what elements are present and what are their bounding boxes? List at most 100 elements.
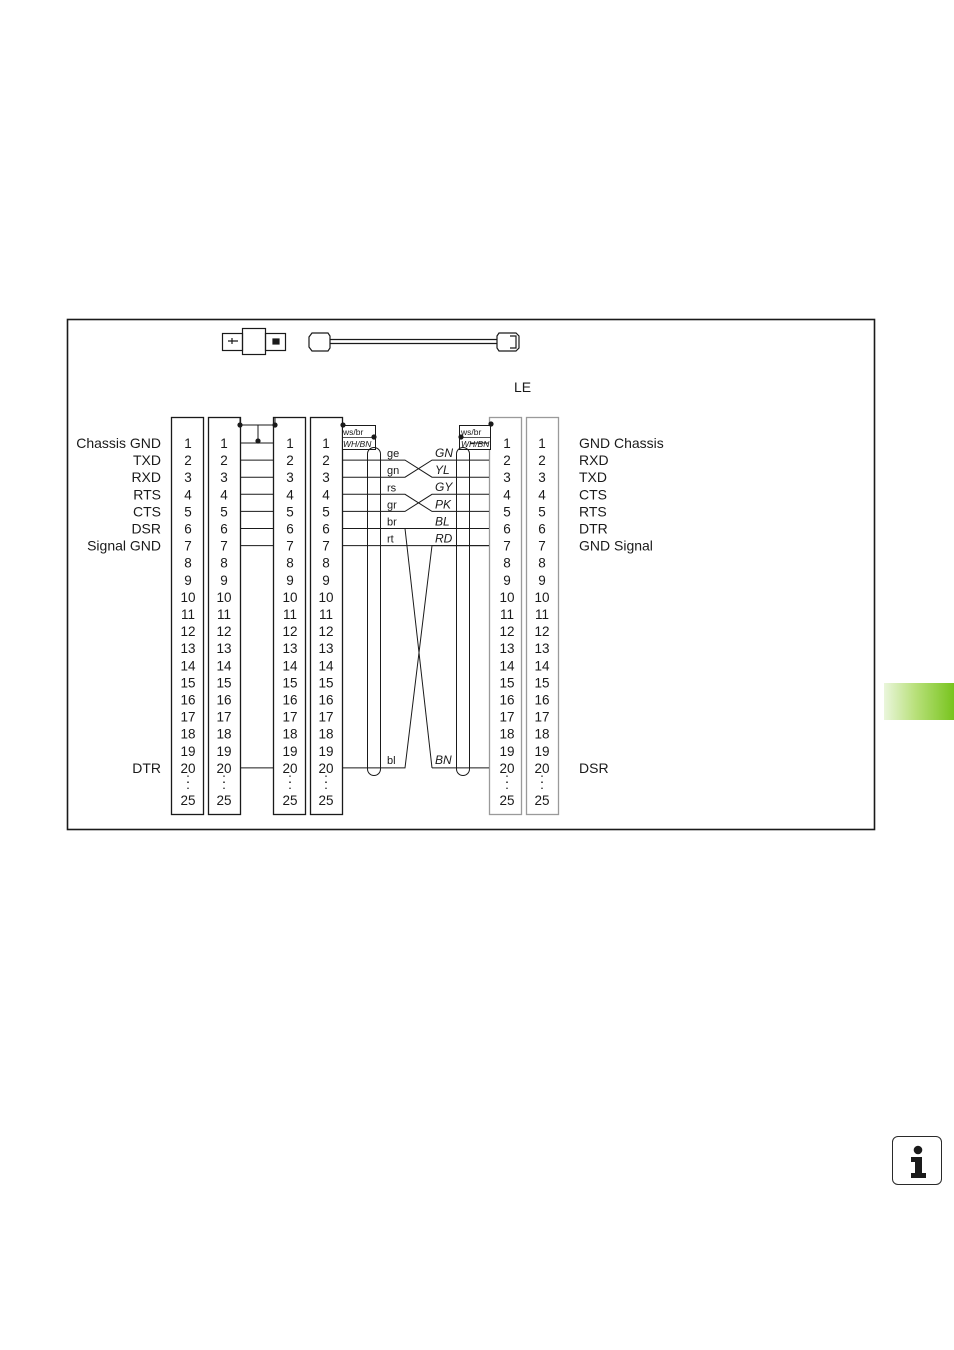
pin-ellipsis: : [505, 771, 509, 786]
pin-number: 4 [503, 487, 511, 502]
pin-number: 2 [503, 453, 511, 468]
pin-number: 13 [216, 641, 231, 656]
pin-number: 6 [184, 522, 192, 537]
connector-label: LE [514, 379, 531, 395]
pin-number: 16 [499, 693, 514, 708]
pin-number: 19 [216, 744, 231, 759]
pin-number: 17 [318, 710, 333, 725]
left-signal-label: CTS [133, 503, 161, 519]
pin-number: 19 [282, 744, 297, 759]
left-signal-label: Chassis GND [76, 435, 161, 451]
wire-color-de: gn [387, 465, 399, 477]
wire-color-de: bl [387, 755, 396, 767]
wire-color-de: rs [387, 482, 397, 494]
pin-number: 25 [282, 793, 297, 808]
pin-number: 5 [503, 504, 511, 519]
info-button[interactable] [892, 1136, 942, 1185]
cable-wire [342, 493, 489, 512]
shield-sleeve-right [456, 447, 470, 776]
pin-number: 1 [503, 436, 511, 451]
wire-color-de: rt [387, 534, 394, 546]
pin-number: 25 [216, 793, 231, 808]
pin-number: 14 [534, 658, 550, 673]
pin-number: 10 [318, 590, 333, 605]
shield-label-en: WH/BN [343, 439, 372, 449]
pin-ellipsis: : [186, 771, 190, 786]
junction-dot [255, 438, 261, 444]
pin-number: 16 [216, 693, 231, 708]
pin-number: 4 [322, 487, 330, 502]
pin-number: 11 [319, 607, 333, 622]
pin-number: 18 [534, 727, 549, 742]
pin-ellipsis: : [540, 777, 544, 792]
cable-wire-long [342, 545, 489, 769]
pin-number: 1 [286, 436, 294, 451]
pin-number: 11 [500, 607, 514, 622]
pin-number: 15 [534, 675, 549, 690]
pin-number: 1 [538, 436, 546, 451]
pin-number: 2 [184, 453, 192, 468]
pin-number: 6 [286, 522, 294, 537]
pin-number: 5 [538, 504, 546, 519]
pin-ellipsis: : [324, 777, 328, 792]
pin-number: 8 [322, 556, 330, 571]
pin-number: 6 [322, 522, 330, 537]
right-signal-label: RXD [579, 452, 609, 468]
right-signal-label: DTR [579, 521, 608, 537]
pin-number: 11 [535, 607, 549, 622]
pin-number: 25 [499, 793, 514, 808]
junction-dot [371, 434, 377, 440]
pin-number: 8 [184, 556, 192, 571]
pin-number: 9 [538, 573, 546, 588]
pin-number: 5 [322, 504, 330, 519]
cable-wire-long [404, 528, 433, 768]
pin-number: 16 [318, 693, 333, 708]
pin-number: 3 [286, 470, 294, 485]
pin-ellipsis: : [505, 777, 509, 792]
pin-number: 7 [184, 539, 192, 554]
cable-icon [308, 332, 520, 352]
pin-number: 16 [282, 693, 297, 708]
pin-column-6 [525, 416, 560, 816]
pin-number: 14 [318, 658, 334, 673]
pin-number: 16 [534, 693, 549, 708]
wire-color-en: PK [435, 497, 452, 511]
pin-number: 13 [534, 641, 549, 656]
pin-number: 18 [180, 727, 195, 742]
pin-ellipsis: : [288, 777, 292, 792]
info-icon [911, 1145, 926, 1178]
pin-number: 18 [216, 727, 231, 742]
pin-number: 19 [180, 744, 195, 759]
pin-number: 5 [184, 504, 192, 519]
pin-number: 9 [220, 573, 228, 588]
left-signal-label: RTS [133, 486, 161, 502]
pin-ellipsis: : [540, 771, 544, 786]
pin-number: 3 [322, 470, 330, 485]
shield-label-de: ws/br [460, 427, 481, 437]
wire-color-en: BN [435, 753, 452, 767]
wire-color-en: GY [435, 480, 453, 494]
wire-color-en: RD [435, 532, 453, 546]
pin-number: 13 [282, 641, 297, 656]
pin-number: 20 [499, 761, 514, 776]
pin-number: 3 [538, 470, 546, 485]
cable-wire [342, 493, 489, 512]
pin-number: 1 [184, 436, 192, 451]
pin-number: 8 [538, 556, 546, 571]
pin-number: 9 [286, 573, 294, 588]
pin-number: 8 [220, 556, 228, 571]
pin-number: 12 [534, 624, 549, 639]
pin-number: 9 [503, 573, 511, 588]
left-signal-label: DSR [131, 521, 161, 537]
pin-number: 18 [282, 727, 297, 742]
pin-number: 10 [282, 590, 297, 605]
left-signal-label: TXD [133, 452, 161, 468]
pin-number: 13 [318, 641, 333, 656]
pin-ellipsis: : [186, 777, 190, 792]
pin-number: 19 [534, 744, 549, 759]
pin-number: 17 [180, 710, 195, 725]
left-signal-label: RXD [131, 469, 161, 485]
pin-number: 5 [286, 504, 294, 519]
pin-number: 11 [283, 607, 297, 622]
